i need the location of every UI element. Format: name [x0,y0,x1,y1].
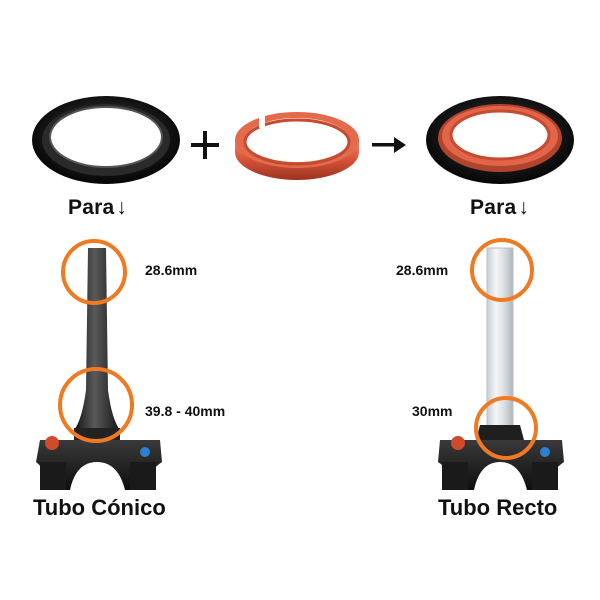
left-para-label: Para↓ [68,196,127,220]
left-para-text: Para [68,196,115,219]
down-arrow-icon: ↓ [518,196,530,219]
right-para-text: Para [470,196,517,219]
right-fork-title: Tubo Recto [438,495,558,520]
copper-reducer-ring [235,112,359,180]
left-bottom-highlight [58,367,134,443]
left-top-highlight [61,239,127,305]
combined-headset-ring [426,96,574,184]
tapered-fork [36,248,162,490]
right-bottom-highlight [474,396,538,460]
left-bottom-diameter: 39.8 - 40mm [145,403,226,419]
left-fork-title: Tubo Cónico [33,495,166,520]
right-bottom-diameter: 30mm [412,403,453,419]
straight-fork [438,247,564,490]
plus-icon [191,131,219,159]
down-arrow-icon: ↓ [116,196,128,219]
highlight-circles [58,238,538,460]
right-top-diameter: 28.6mm [396,262,449,278]
left-top-diameter: 28.6mm [145,262,198,278]
arrow-right-icon [372,137,406,153]
black-headset-ring [32,96,180,184]
right-top-highlight [470,238,534,302]
right-para-label: Para↓ [470,196,529,220]
